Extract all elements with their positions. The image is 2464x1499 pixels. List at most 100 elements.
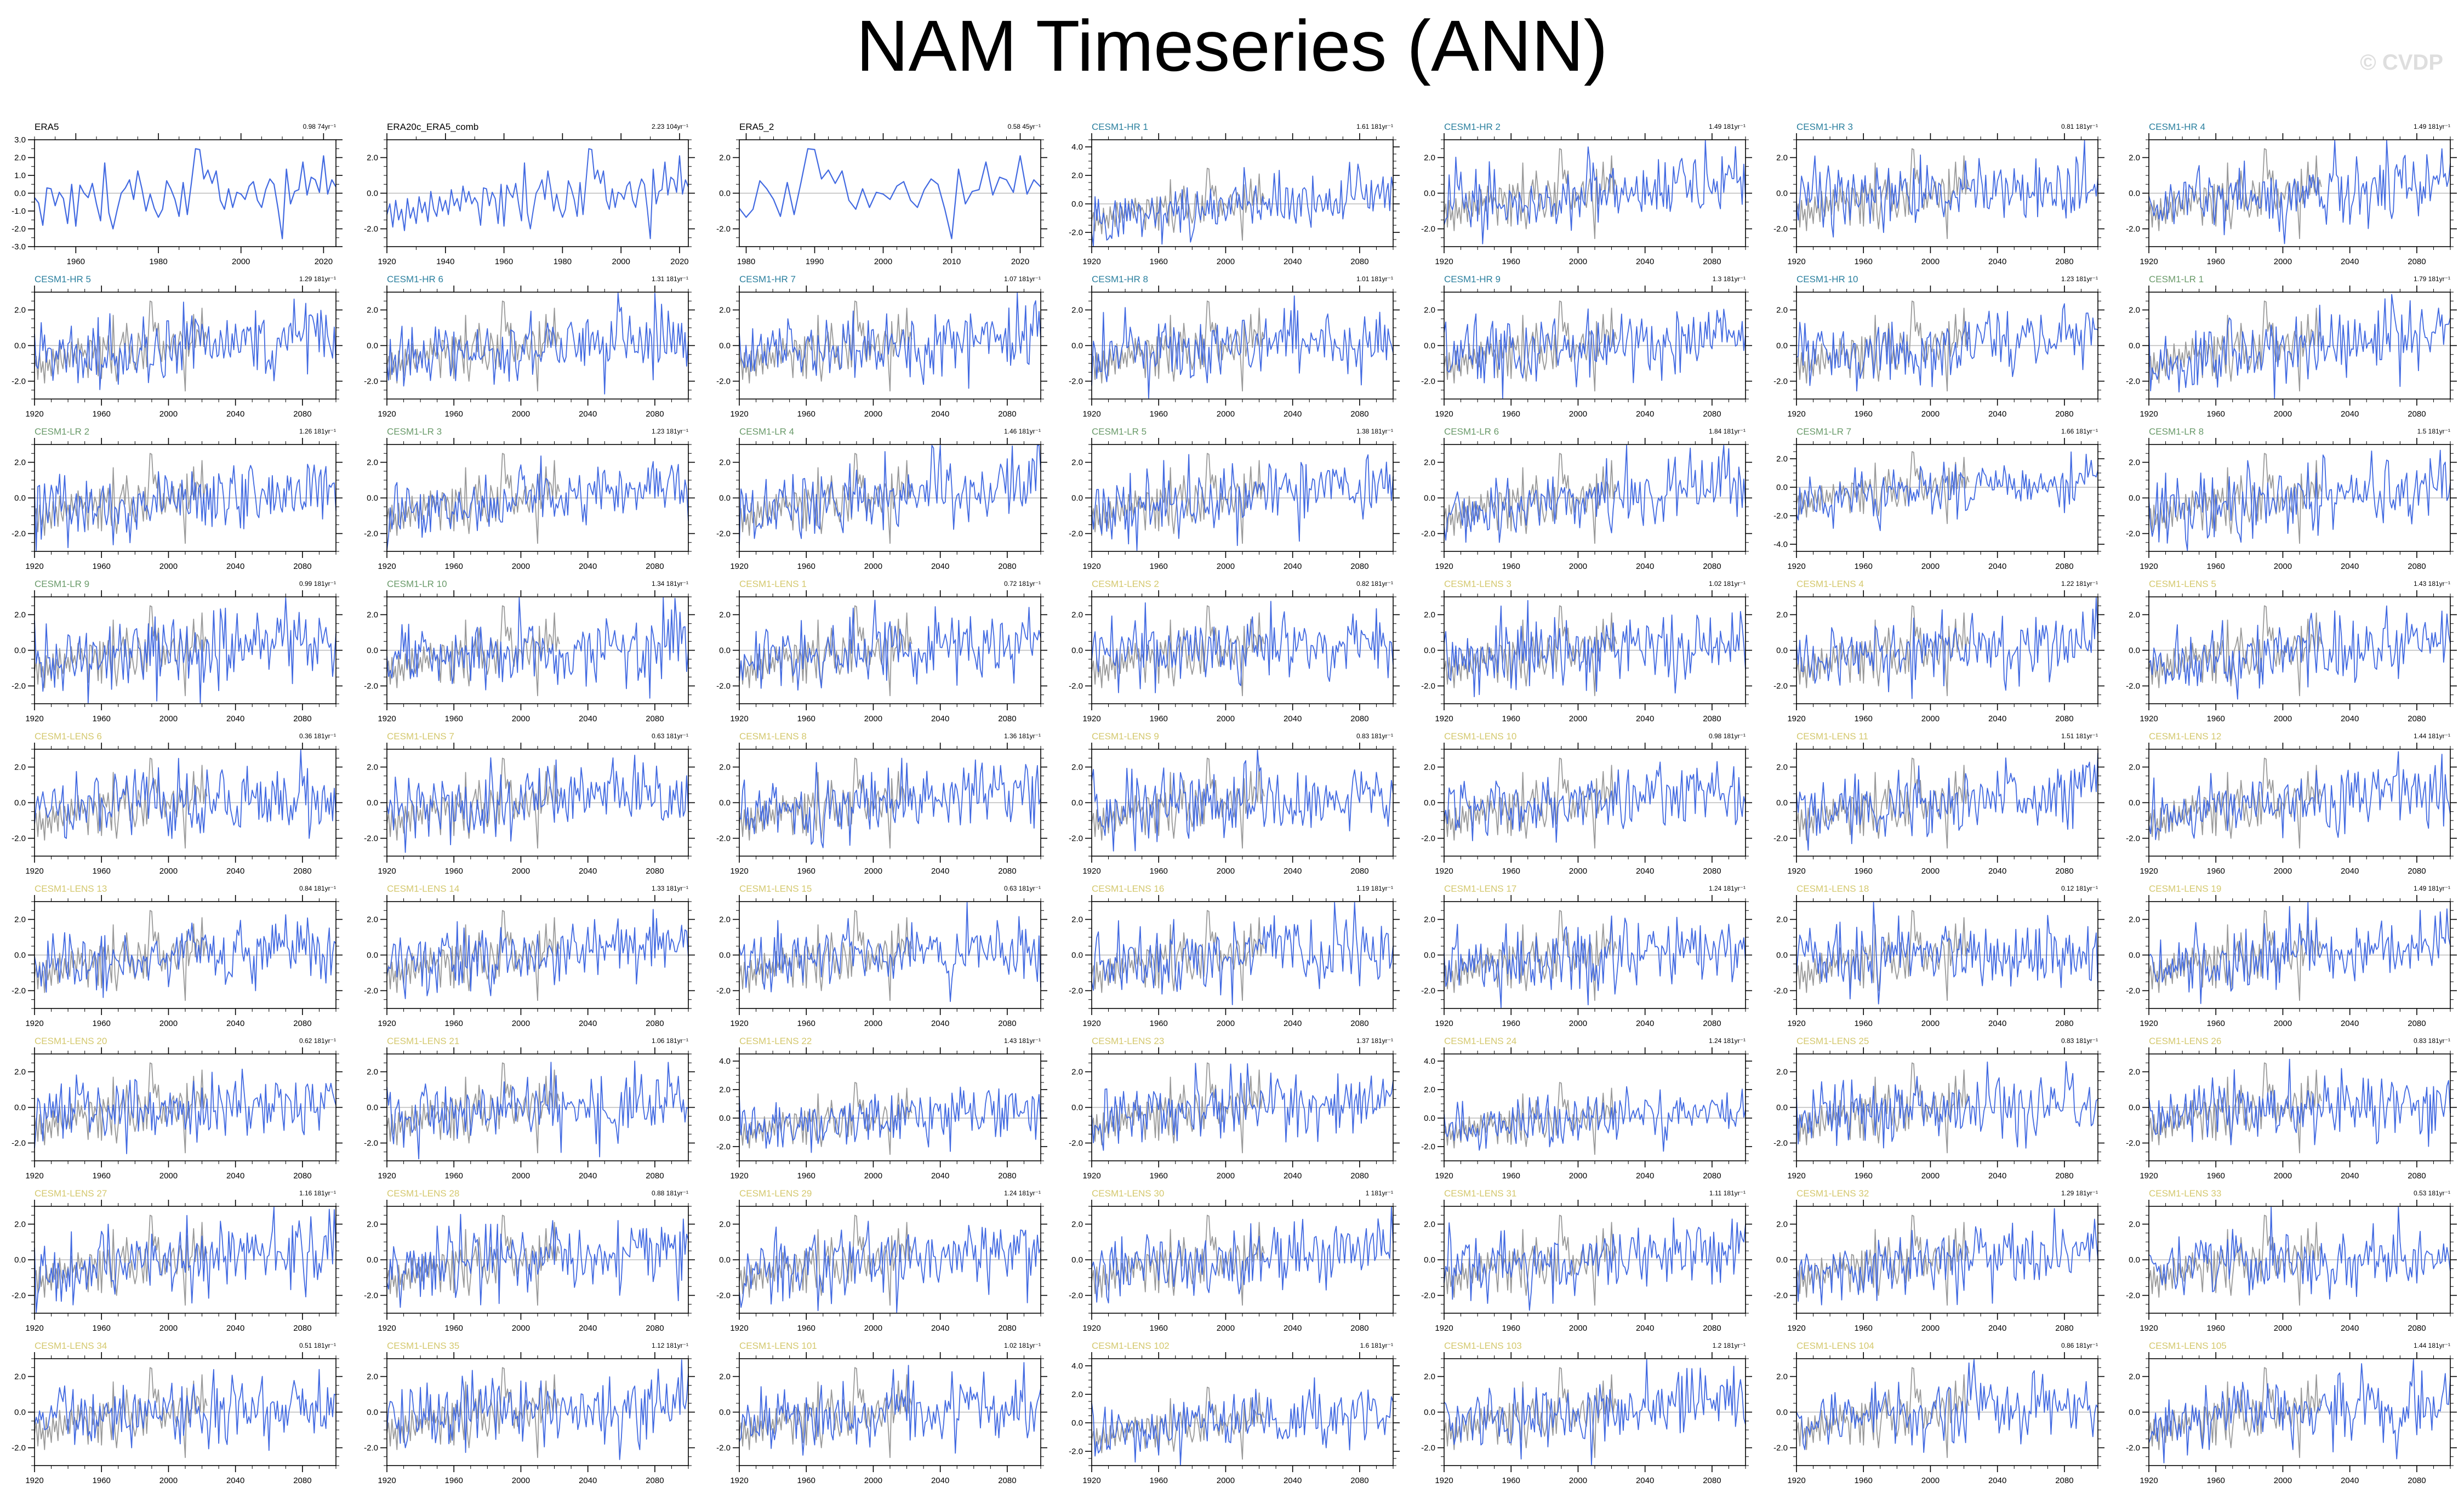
x-tick-label: 2000 [512, 714, 530, 723]
y-tick-label: 0.0 [719, 1408, 731, 1417]
x-tick-label: 1960 [1502, 1324, 1520, 1333]
x-tick-label: 2000 [1217, 1019, 1235, 1028]
obs-overlay-line [386, 1062, 560, 1154]
trend-label: 1.24 181yr⁻¹ [1708, 885, 1746, 892]
x-tick-label: 1920 [1787, 1019, 1805, 1028]
x-tick-label: 1960 [2207, 1324, 2225, 1333]
y-tick-label: -2.0 [716, 987, 731, 996]
plot-frame [386, 749, 689, 857]
x-tick-label: 2000 [1217, 1171, 1235, 1181]
x-tick-label: 1920 [1082, 1171, 1100, 1181]
trend-label: 1.84 181yr⁻¹ [1708, 428, 1746, 435]
x-tick-label: 2040 [1636, 409, 1654, 419]
x-tick-label: 1920 [25, 1019, 43, 1028]
y-tick-label: -2.0 [1421, 1291, 1435, 1301]
trend-label: 1.29 181yr⁻¹ [2061, 1189, 2098, 1197]
x-tick-label: 2020 [670, 257, 688, 266]
x-tick-label: 2000 [1921, 409, 1940, 419]
x-tick-label: 2080 [293, 1019, 311, 1028]
x-tick-label: 2040 [931, 562, 949, 571]
plot-frame [2148, 139, 2451, 247]
y-tick-label: -2.0 [364, 225, 378, 234]
y-tick-label: 0.0 [1776, 483, 1788, 492]
model-series-line [2148, 449, 2451, 551]
panel-title: CESM1-LENS 34 [35, 1341, 107, 1351]
x-tick-label: 2080 [1703, 1324, 1721, 1333]
y-tick-label: 2.0 [2129, 458, 2140, 468]
trend-label: 1.26 181yr⁻¹ [299, 428, 336, 435]
y-tick-label: -2.0 [716, 1444, 731, 1453]
model-series-line [1796, 902, 2098, 1005]
plot-frame [739, 1206, 1041, 1314]
y-tick-label: -2.0 [716, 1142, 731, 1152]
x-tick-label: 2000 [1921, 1476, 1940, 1485]
y-tick-label: 2.0 [1071, 763, 1083, 772]
y-tick-label: 2.0 [2129, 153, 2140, 163]
trend-label: 1.24 181yr⁻¹ [1708, 1037, 1746, 1045]
y-tick-label: -2.0 [1421, 1444, 1435, 1453]
panel-title: CESM1-LR 6 [1444, 426, 1499, 437]
x-tick-label: 2000 [1569, 714, 1587, 723]
x-tick-label: 2040 [226, 867, 244, 876]
obs-overlay-line [1444, 757, 1617, 849]
x-tick-label: 1960 [1150, 257, 1168, 266]
y-tick-label: 3.0 [14, 135, 26, 145]
panel-title: CESM1-HR 7 [739, 274, 796, 284]
x-tick-label: 2040 [931, 1324, 949, 1333]
y-tick-label: 2.0 [1071, 171, 1083, 180]
trend-label: 1.51 181yr⁻¹ [2061, 732, 2098, 740]
plot-frame [1091, 901, 1394, 1009]
x-tick-label: 2040 [931, 409, 949, 419]
panel-title: CESM1-LENS 103 [1444, 1341, 1522, 1351]
x-tick-label: 2000 [159, 1019, 178, 1028]
plot-frame [739, 292, 1041, 400]
y-tick-label: 0.0 [2129, 646, 2140, 656]
y-tick-label: -3.0 [12, 242, 26, 252]
trend-label: 1.31 181yr⁻¹ [651, 275, 688, 283]
x-tick-label: 1960 [797, 562, 815, 571]
x-tick-label: 2040 [2341, 1019, 2359, 1028]
model-series-line [1444, 140, 1746, 244]
x-tick-label: 2080 [2408, 409, 2426, 419]
y-tick-label: -2.0 [1069, 228, 1083, 237]
x-tick-label: 1920 [1082, 257, 1100, 266]
y-tick-label: 1.0 [14, 171, 26, 180]
obs-overlay-line [1091, 605, 1265, 697]
x-tick-label: 2040 [2341, 714, 2359, 723]
trend-label: 1.12 181yr⁻¹ [651, 1342, 688, 1349]
x-tick-label: 2040 [226, 714, 244, 723]
y-tick-label: 0.0 [1776, 1103, 1788, 1113]
model-series-line [1091, 1206, 1394, 1304]
trend-label: 1.34 181yr⁻¹ [651, 580, 688, 588]
plot-frame [1091, 292, 1394, 400]
panel-title: CESM1-LENS 105 [2149, 1341, 2227, 1351]
x-tick-label: 2080 [1350, 409, 1368, 419]
x-tick-label: 2080 [998, 1476, 1016, 1485]
x-tick-label: 1960 [1855, 1171, 1873, 1181]
y-tick-label: 0.0 [2129, 951, 2140, 960]
y-tick-label: -2.0 [1069, 1291, 1083, 1301]
y-tick-label: 2.0 [1424, 611, 1435, 620]
x-tick-label: 2080 [2408, 257, 2426, 266]
plot-frame [739, 596, 1041, 704]
x-tick-label: 2040 [1636, 1171, 1654, 1181]
x-tick-label: 2000 [1569, 1324, 1587, 1333]
